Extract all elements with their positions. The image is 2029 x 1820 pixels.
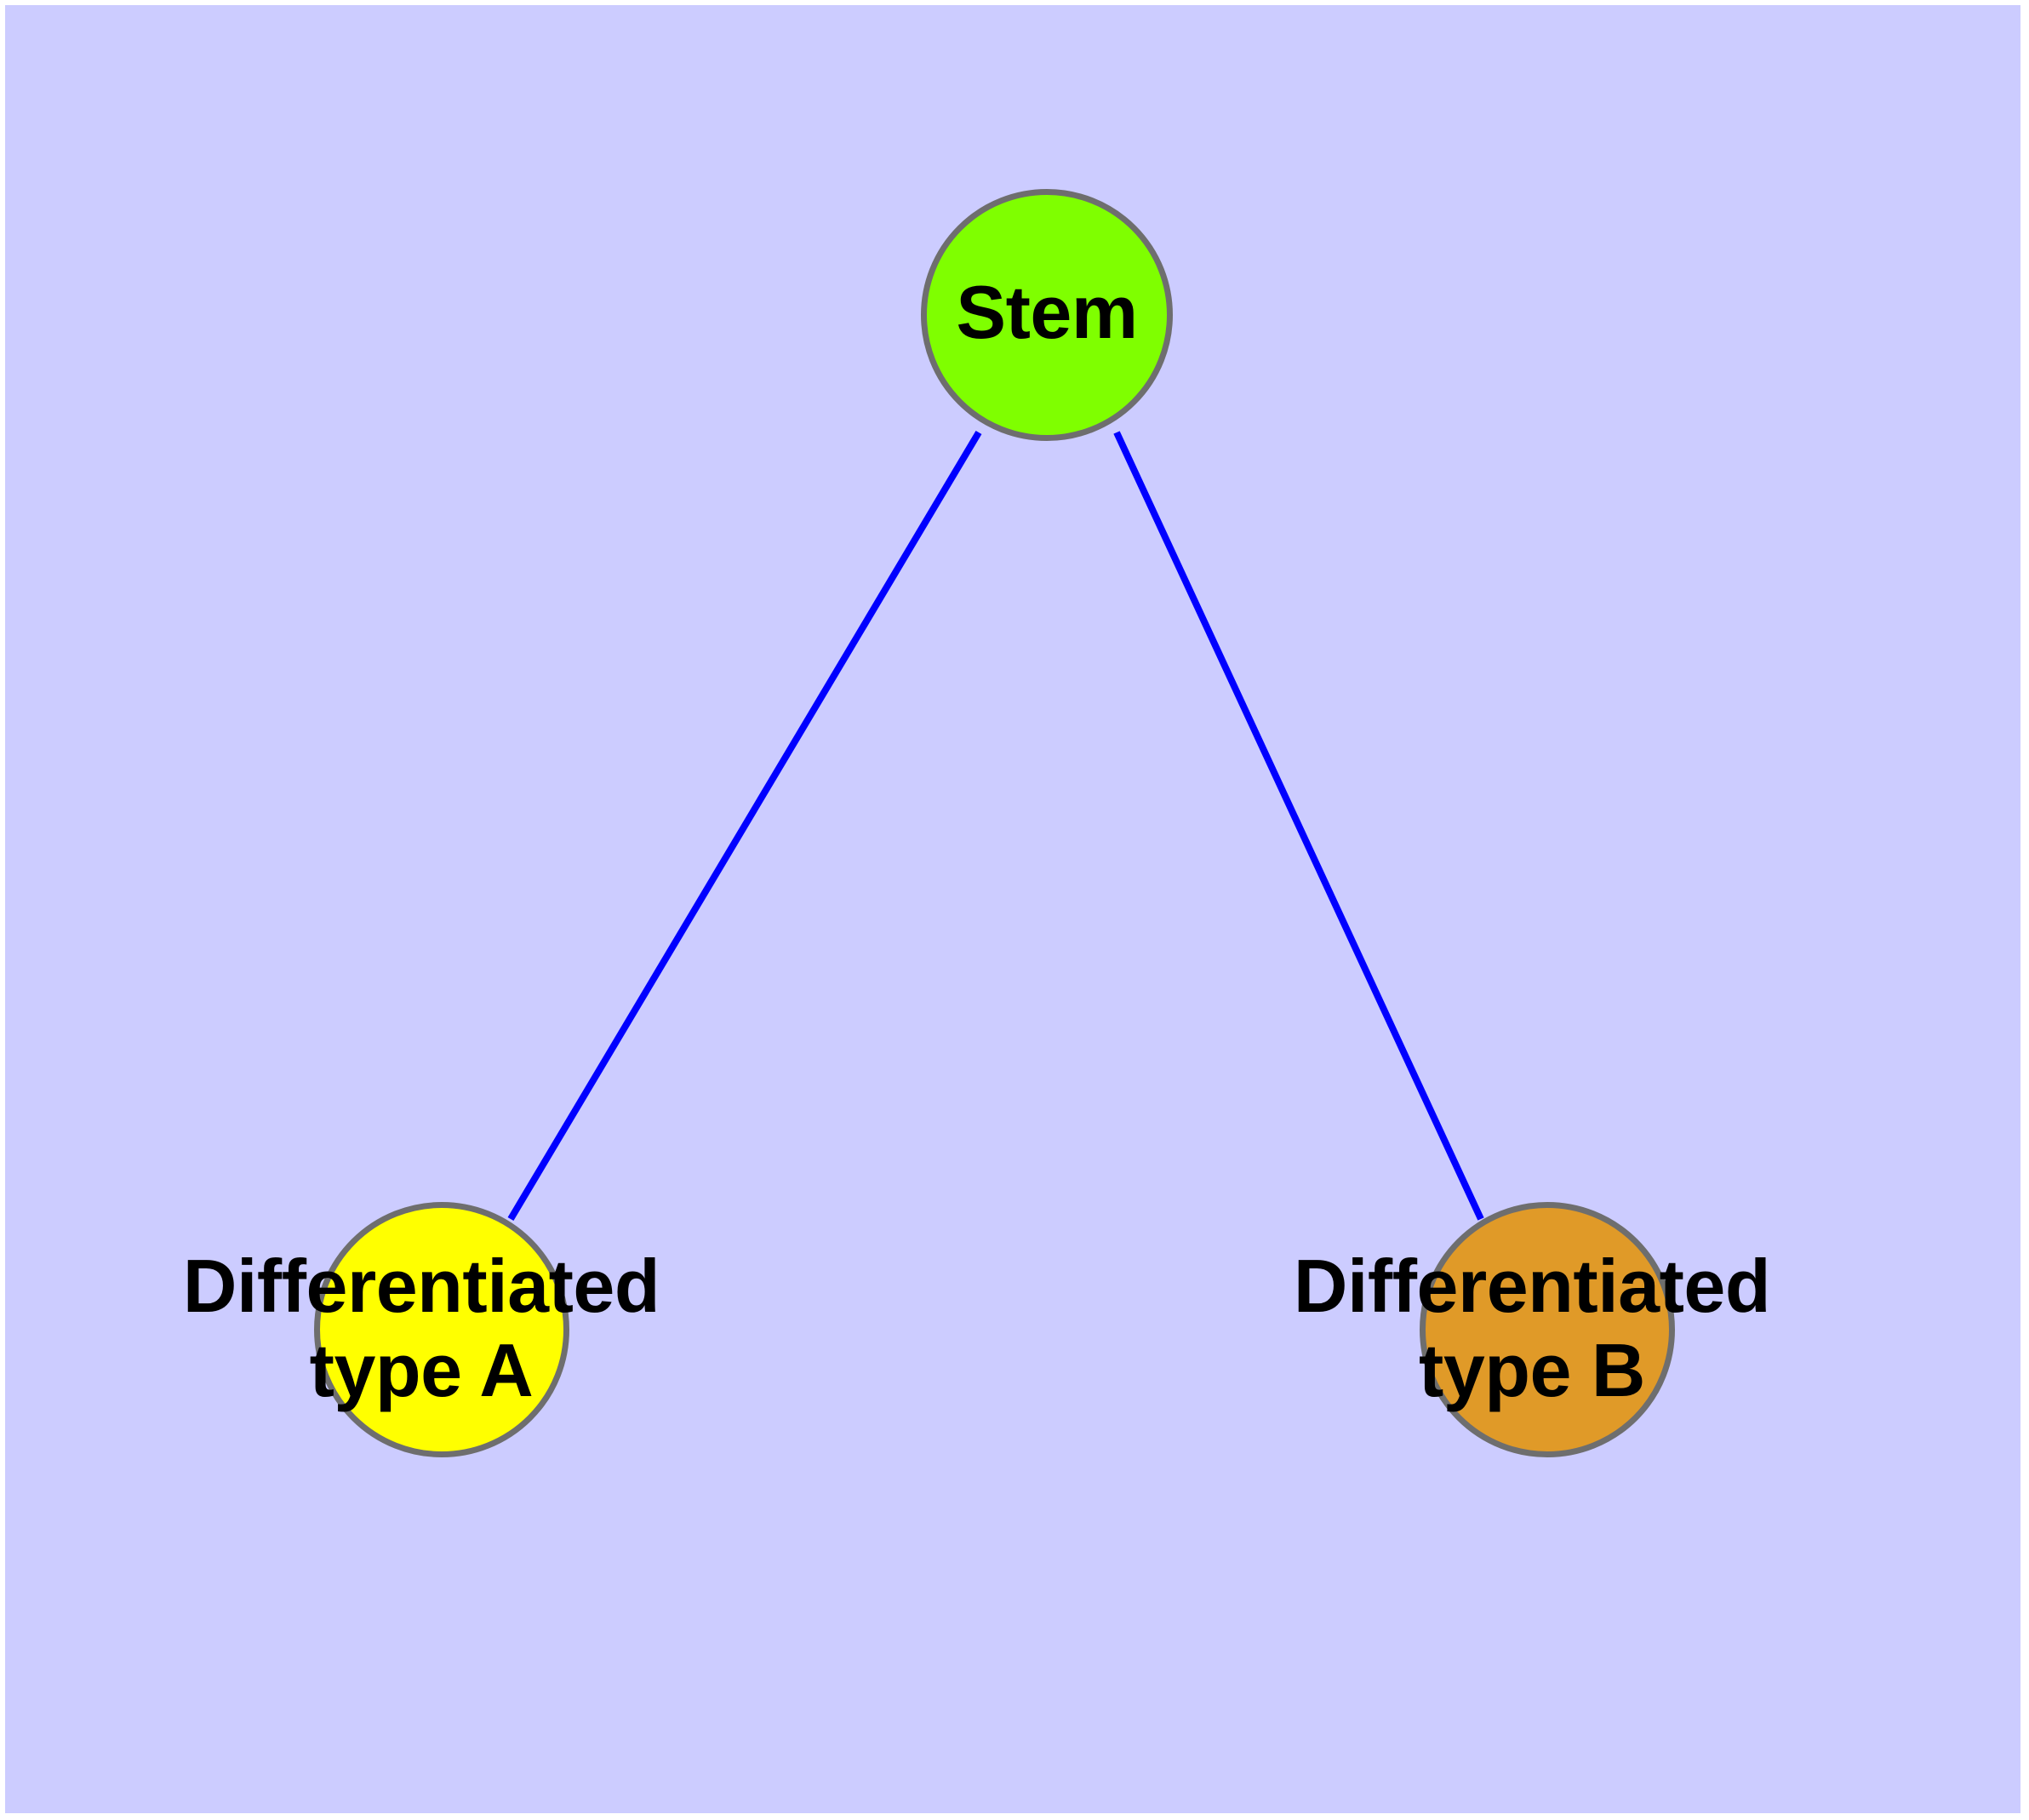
edge-stem-to-diff-a [507, 430, 982, 1222]
edge-stem-to-diff-b [1113, 431, 1484, 1221]
node-differentiated-type-b[interactable] [1420, 1202, 1675, 1457]
node-stem[interactable] [921, 189, 1173, 441]
node-differentiated-type-a[interactable] [314, 1202, 569, 1457]
